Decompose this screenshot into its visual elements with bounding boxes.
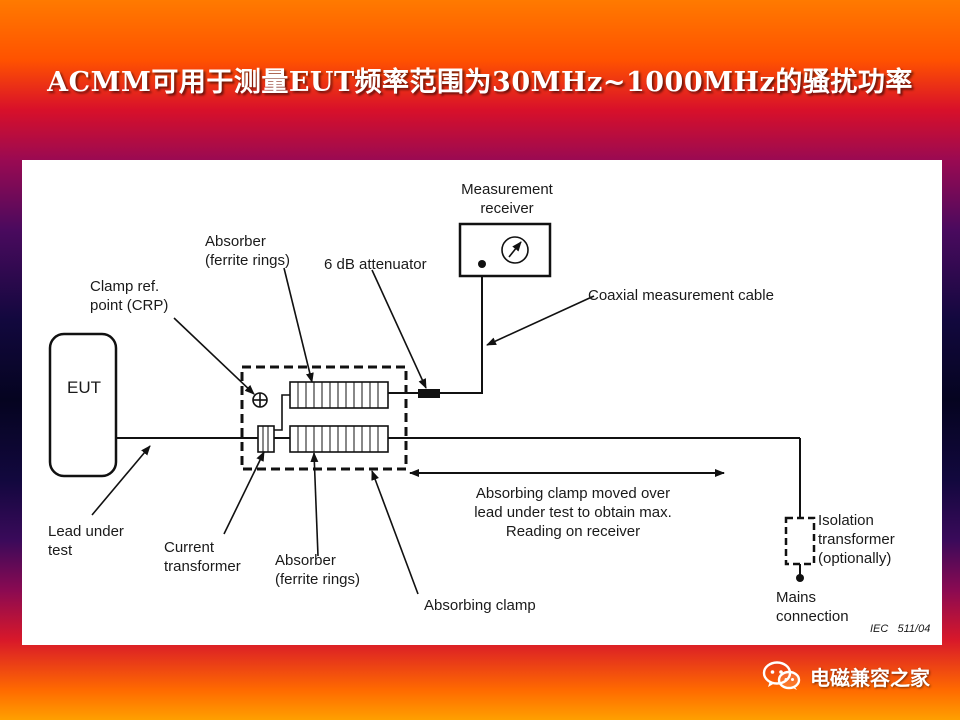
mains-connection-label: Mains connection (776, 589, 849, 625)
attenuator-block (418, 389, 440, 398)
wechat-icon (762, 661, 801, 690)
isolation-transformer (784, 516, 816, 566)
pointer-attenuator (371, 269, 427, 389)
attenuator-label: 6 dB attenuator (324, 256, 427, 273)
coaxial-cable-line (440, 264, 483, 394)
pointer-absorbing-clamp (371, 470, 419, 595)
absorber-top-label: Absorber (ferrite rings) (205, 233, 291, 269)
ferrite-absorber-bottom (289, 425, 389, 453)
absorbing-clamp-label: Absorbing clamp (424, 597, 536, 614)
coaxial-cable-label: Coaxial measurement cable (588, 287, 774, 304)
pointer-absorber-top (283, 267, 314, 383)
measurement-receiver-label: Measurement receiver (461, 181, 553, 217)
clamp-moved-note: Absorbing clamp moved over lead under te… (474, 485, 672, 540)
lead-under-test-label: Lead under test (48, 523, 124, 559)
diagram-panel: EUT Measurement receiver Absorber (ferri… (22, 160, 942, 645)
eut-box (48, 332, 118, 478)
brand-watermark: 电磁兼容之家 (762, 660, 930, 692)
ct-secondary-wire (274, 394, 290, 431)
slide-title: ACMM可用于测量EUT频率范围为30MHz~1000MHz的骚扰功率 (47, 67, 913, 98)
pointer-coaxial (486, 295, 595, 346)
current-transformer-label: Current transformer (164, 539, 241, 575)
current-transformer (257, 425, 275, 453)
eut-label: EUT (67, 378, 101, 397)
receiver-port (478, 260, 486, 268)
pointer-absorber-bottom (310, 452, 319, 557)
pointer-crp (173, 317, 255, 395)
clamp-ref-point-label: Clamp ref. point (CRP) (90, 278, 169, 314)
pointer-lead (91, 445, 151, 516)
diagram-drawing (48, 222, 816, 595)
iec-reference: IEC 511/04 (870, 623, 931, 635)
pointer-current-transformer (223, 451, 265, 535)
absorbing-clamp-outline (240, 365, 408, 471)
absorber-bottom-label: Absorber (ferrite rings) (275, 552, 361, 588)
isolation-transformer-label: Isolation transformer (optionally) (818, 512, 895, 567)
mains-connection-point (796, 574, 804, 582)
brand-name: 电磁兼容之家 (810, 665, 930, 690)
ferrite-absorber-top (289, 381, 389, 409)
